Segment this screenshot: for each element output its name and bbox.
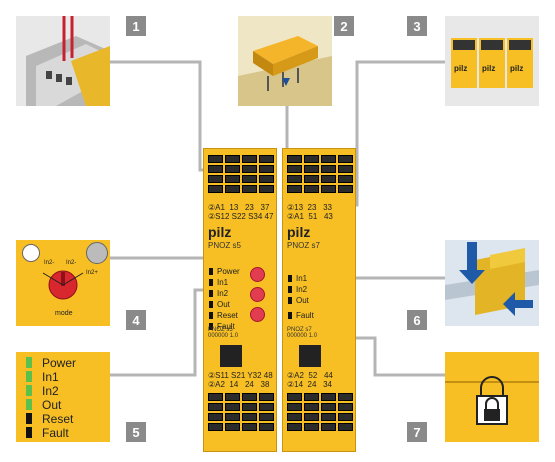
led-row: In2 [288,285,307,294]
thumb-logo-3: pilz [510,64,524,73]
led-indicator [26,399,32,410]
led-panel-row: Out [26,398,61,412]
led-indicator [26,371,32,382]
led-panel-row: Power [26,356,76,370]
led-indicator [288,275,292,282]
module-row-image: pilz pilz pilz [445,16,539,106]
relay-module-s5: ②A1 13 23 37 ②S12 S22 S34 47 pilz PNOZ s… [203,148,277,452]
model-name: PNOZ s7 [287,241,320,250]
callout-badge-5: 5 [126,422,146,442]
led-indicator [209,268,213,275]
led-row: Fault [288,311,314,320]
serial-label: PNOZ s5 000000 1.0 [208,327,239,339]
led-row: In1 [288,274,307,283]
brand-logo: pilz [208,224,232,240]
terminal-labels-bottom: ②A2 52 44 ②14 24 34 [287,371,333,389]
led-indicator [209,323,213,330]
selector-label-2: In2- [66,260,77,266]
callout-badge-1: 1 [126,16,146,36]
terminal-labels-top: ②A1 13 23 37 ②S12 S22 S34 47 [208,203,274,221]
mode-label: mode [55,310,73,317]
connector-plug-image [238,16,332,106]
led-panel-row: Reset [26,412,73,426]
callout-badge-6: 6 [407,310,427,330]
rotary-knob-3[interactable] [250,307,265,322]
mode-selector-panel: In2- In2- In2+ mode [16,240,110,326]
serial-label: PNOZ s7 000000 1.0 [287,327,318,339]
terminal-labels-bottom: ②S11 S21 Y32 48 ②A2 14 24 38 [208,371,273,389]
callout-badge-4: 4 [126,310,146,330]
thumb-logo-2: pilz [482,64,496,73]
callout-badge-2: 2 [334,16,354,36]
terminal-block-bottom [287,393,353,431]
padlock-panel [445,352,539,442]
led-indicator [209,301,213,308]
terminal-block-top [287,155,353,193]
led-indicator [26,413,32,424]
led-indicator [209,279,213,286]
rotary-knob-1[interactable] [250,267,265,282]
led-row: Power [209,267,240,276]
led-indicator [288,286,292,293]
wiring-detail-image [16,16,110,106]
led-row: Fault [209,322,235,331]
timer-dial-icon [22,244,40,262]
callout-badge-3: 3 [407,16,427,36]
din-rail-mounting-image [445,240,539,326]
led-panel-row: In1 [26,370,59,384]
relay-module-s7: ②13 23 33 ②A1 51 43 pilz PNOZ s7 In1 In2… [282,148,356,452]
model-name: PNOZ s5 [208,241,241,250]
led-panel-row: Fault [26,426,69,440]
led-indicator [26,427,32,438]
selector-label-1: In2- [44,260,55,266]
led-indicator [26,385,32,396]
led-panel-row: In2 [26,384,59,398]
led-indicator [26,357,32,368]
thumb-logo-1: pilz [454,64,468,73]
terminal-block-bottom [208,393,274,431]
rotary-knob-2[interactable] [250,287,265,302]
terminal-labels-top: ②13 23 33 ②A1 51 43 [287,203,333,221]
led-row: Out [288,296,309,305]
led-row: Reset [209,311,238,320]
led-indicator [209,290,213,297]
qr-code [299,345,321,367]
brand-logo: pilz [287,224,311,240]
qr-code [220,345,242,367]
clock-dial-icon [86,242,108,264]
led-row: Out [209,300,230,309]
terminal-block-top [208,155,274,193]
led-indicator [209,312,213,319]
led-status-panel: Power In1 In2 Out Reset Fault [16,352,110,442]
callout-badge-7: 7 [407,422,427,442]
led-indicator [288,297,292,304]
led-indicator [288,312,292,319]
led-row: In1 [209,278,228,287]
led-row: In2 [209,289,228,298]
safety-relay-device: ②A1 13 23 37 ②S12 S22 S34 47 pilz PNOZ s… [203,148,356,452]
selector-label-3: In2+ [86,270,98,276]
